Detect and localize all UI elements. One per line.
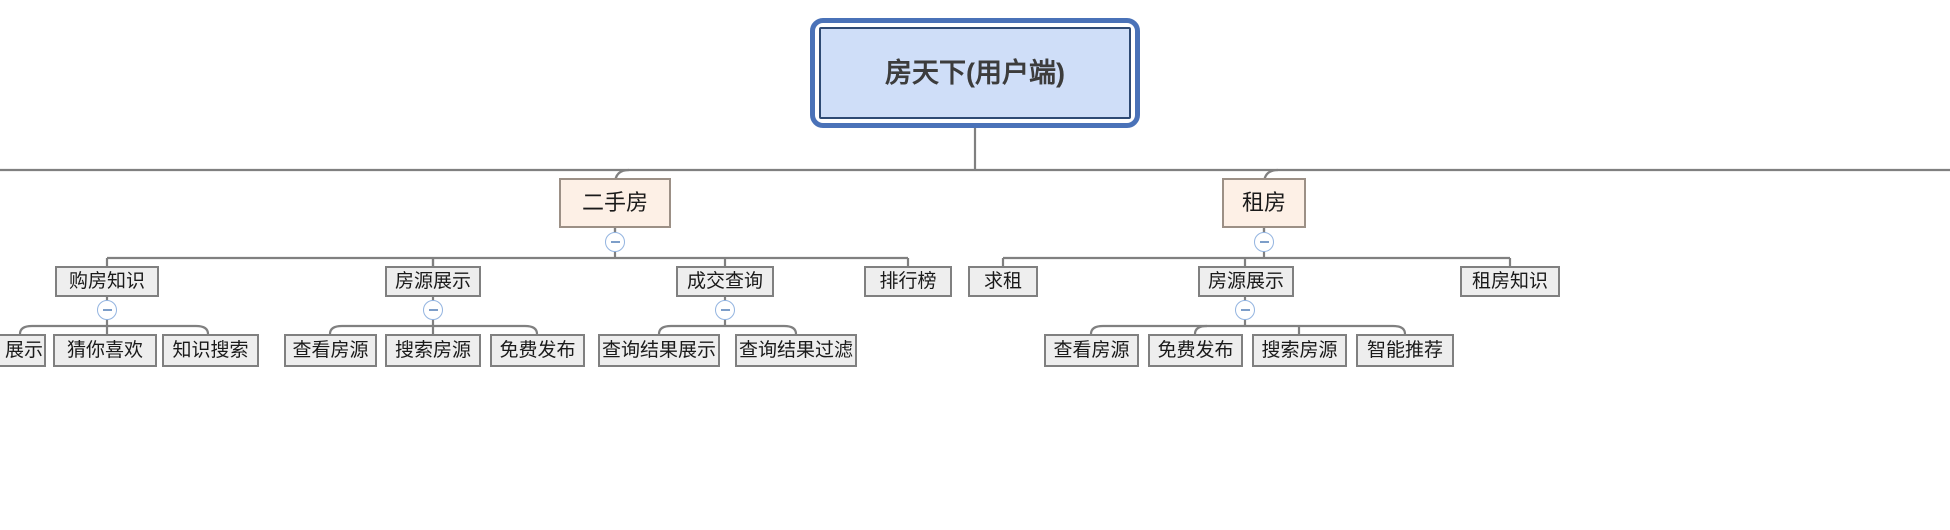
toggle-collapse-fangyuanzhanshi-2[interactable] [1235, 300, 1255, 320]
node-sousuofangyuan-2-label: 搜索房源 [1261, 340, 1338, 361]
node-chakanfangyuan-ershoufang[interactable]: 查看房源 [284, 334, 377, 367]
root-node-fangtianxia[interactable]: 房天下(用户端) [819, 27, 1131, 119]
toggle-collapse-zufang[interactable] [1254, 232, 1274, 252]
node-chaxunjieguozhanshi[interactable]: 查询结果展示 [598, 334, 720, 367]
node-fangyuanzhanshi-1-label: 房源展示 [394, 271, 471, 292]
root-node-label: 房天下(用户端) [885, 57, 1065, 88]
minus-icon [720, 309, 730, 311]
node-cainixihuan[interactable]: 猜你喜欢 [53, 334, 157, 367]
node-zufang[interactable]: 租房 [1222, 178, 1306, 228]
toggle-collapse-goufangzhishi[interactable] [97, 300, 117, 320]
node-chaxunjieguoguolv-label: 查询结果过滤 [738, 340, 853, 361]
node-qiuzu[interactable]: 求租 [968, 266, 1038, 297]
node-mianfeifabu-zufang[interactable]: 免费发布 [1148, 334, 1243, 367]
node-zufangzhishi[interactable]: 租房知识 [1460, 266, 1560, 297]
node-zhishisousuo-label: 知识搜索 [172, 340, 249, 361]
node-chengjiaochaxun-label: 成交查询 [686, 271, 763, 292]
node-zhinengtuijian-label: 智能推荐 [1366, 340, 1443, 361]
node-chengjiaochaxun[interactable]: 成交查询 [676, 266, 774, 297]
minus-icon [1240, 309, 1250, 311]
node-mianfeifabu-ershoufang[interactable]: 免费发布 [490, 334, 585, 367]
node-cainixihuan-label: 猜你喜欢 [66, 340, 143, 361]
node-goufangzhishi[interactable]: 购房知识 [55, 266, 159, 297]
toggle-collapse-ershoufang[interactable] [605, 232, 625, 252]
minus-icon [102, 309, 112, 311]
node-mianfeifabu-1-label: 免费发布 [499, 340, 576, 361]
node-chakanfangyuan-1-label: 查看房源 [292, 340, 369, 361]
toggle-collapse-fangyuanzhanshi-1[interactable] [423, 300, 443, 320]
node-fangyuanzhanshi-zufang[interactable]: 房源展示 [1198, 266, 1294, 297]
node-ershoufang-label: 二手房 [581, 190, 648, 215]
minus-icon [1259, 241, 1269, 243]
node-chakanfangyuan-2-label: 查看房源 [1053, 340, 1130, 361]
node-paihangbang[interactable]: 排行榜 [864, 266, 952, 297]
node-zufang-label: 租房 [1241, 190, 1286, 215]
node-mianfeifabu-2-label: 免费发布 [1157, 340, 1234, 361]
node-paihangbang-label: 排行榜 [879, 271, 937, 292]
minus-icon [610, 241, 620, 243]
node-zhinengtuijian[interactable]: 智能推荐 [1356, 334, 1454, 367]
node-zhanshi-clipped[interactable]: 展示 [0, 334, 46, 367]
node-sousuofangyuan-zufang[interactable]: 搜索房源 [1252, 334, 1347, 367]
node-sousuofangyuan-1-label: 搜索房源 [394, 340, 471, 361]
node-chaxunjieguozhanshi-label: 查询结果展示 [601, 340, 716, 361]
node-qiuzu-label: 求租 [983, 271, 1022, 292]
toggle-collapse-chengjiaochaxun[interactable] [715, 300, 735, 320]
node-fangyuanzhanshi-2-label: 房源展示 [1207, 271, 1284, 292]
node-goufangzhishi-label: 购房知识 [68, 271, 145, 292]
node-zhanshi-label: 展示 [4, 340, 43, 361]
node-chaxunjieguoguolv[interactable]: 查询结果过滤 [735, 334, 857, 367]
node-sousuofangyuan-ershoufang[interactable]: 搜索房源 [385, 334, 481, 367]
node-zhishisousuo[interactable]: 知识搜索 [162, 334, 259, 367]
minus-icon [428, 309, 438, 311]
node-ershoufang[interactable]: 二手房 [559, 178, 671, 228]
node-fangyuanzhanshi-ershoufang[interactable]: 房源展示 [385, 266, 481, 297]
root-node-outer-frame [810, 18, 1140, 128]
node-zufangzhishi-label: 租房知识 [1471, 271, 1548, 292]
node-chakanfangyuan-zufang[interactable]: 查看房源 [1044, 334, 1139, 367]
